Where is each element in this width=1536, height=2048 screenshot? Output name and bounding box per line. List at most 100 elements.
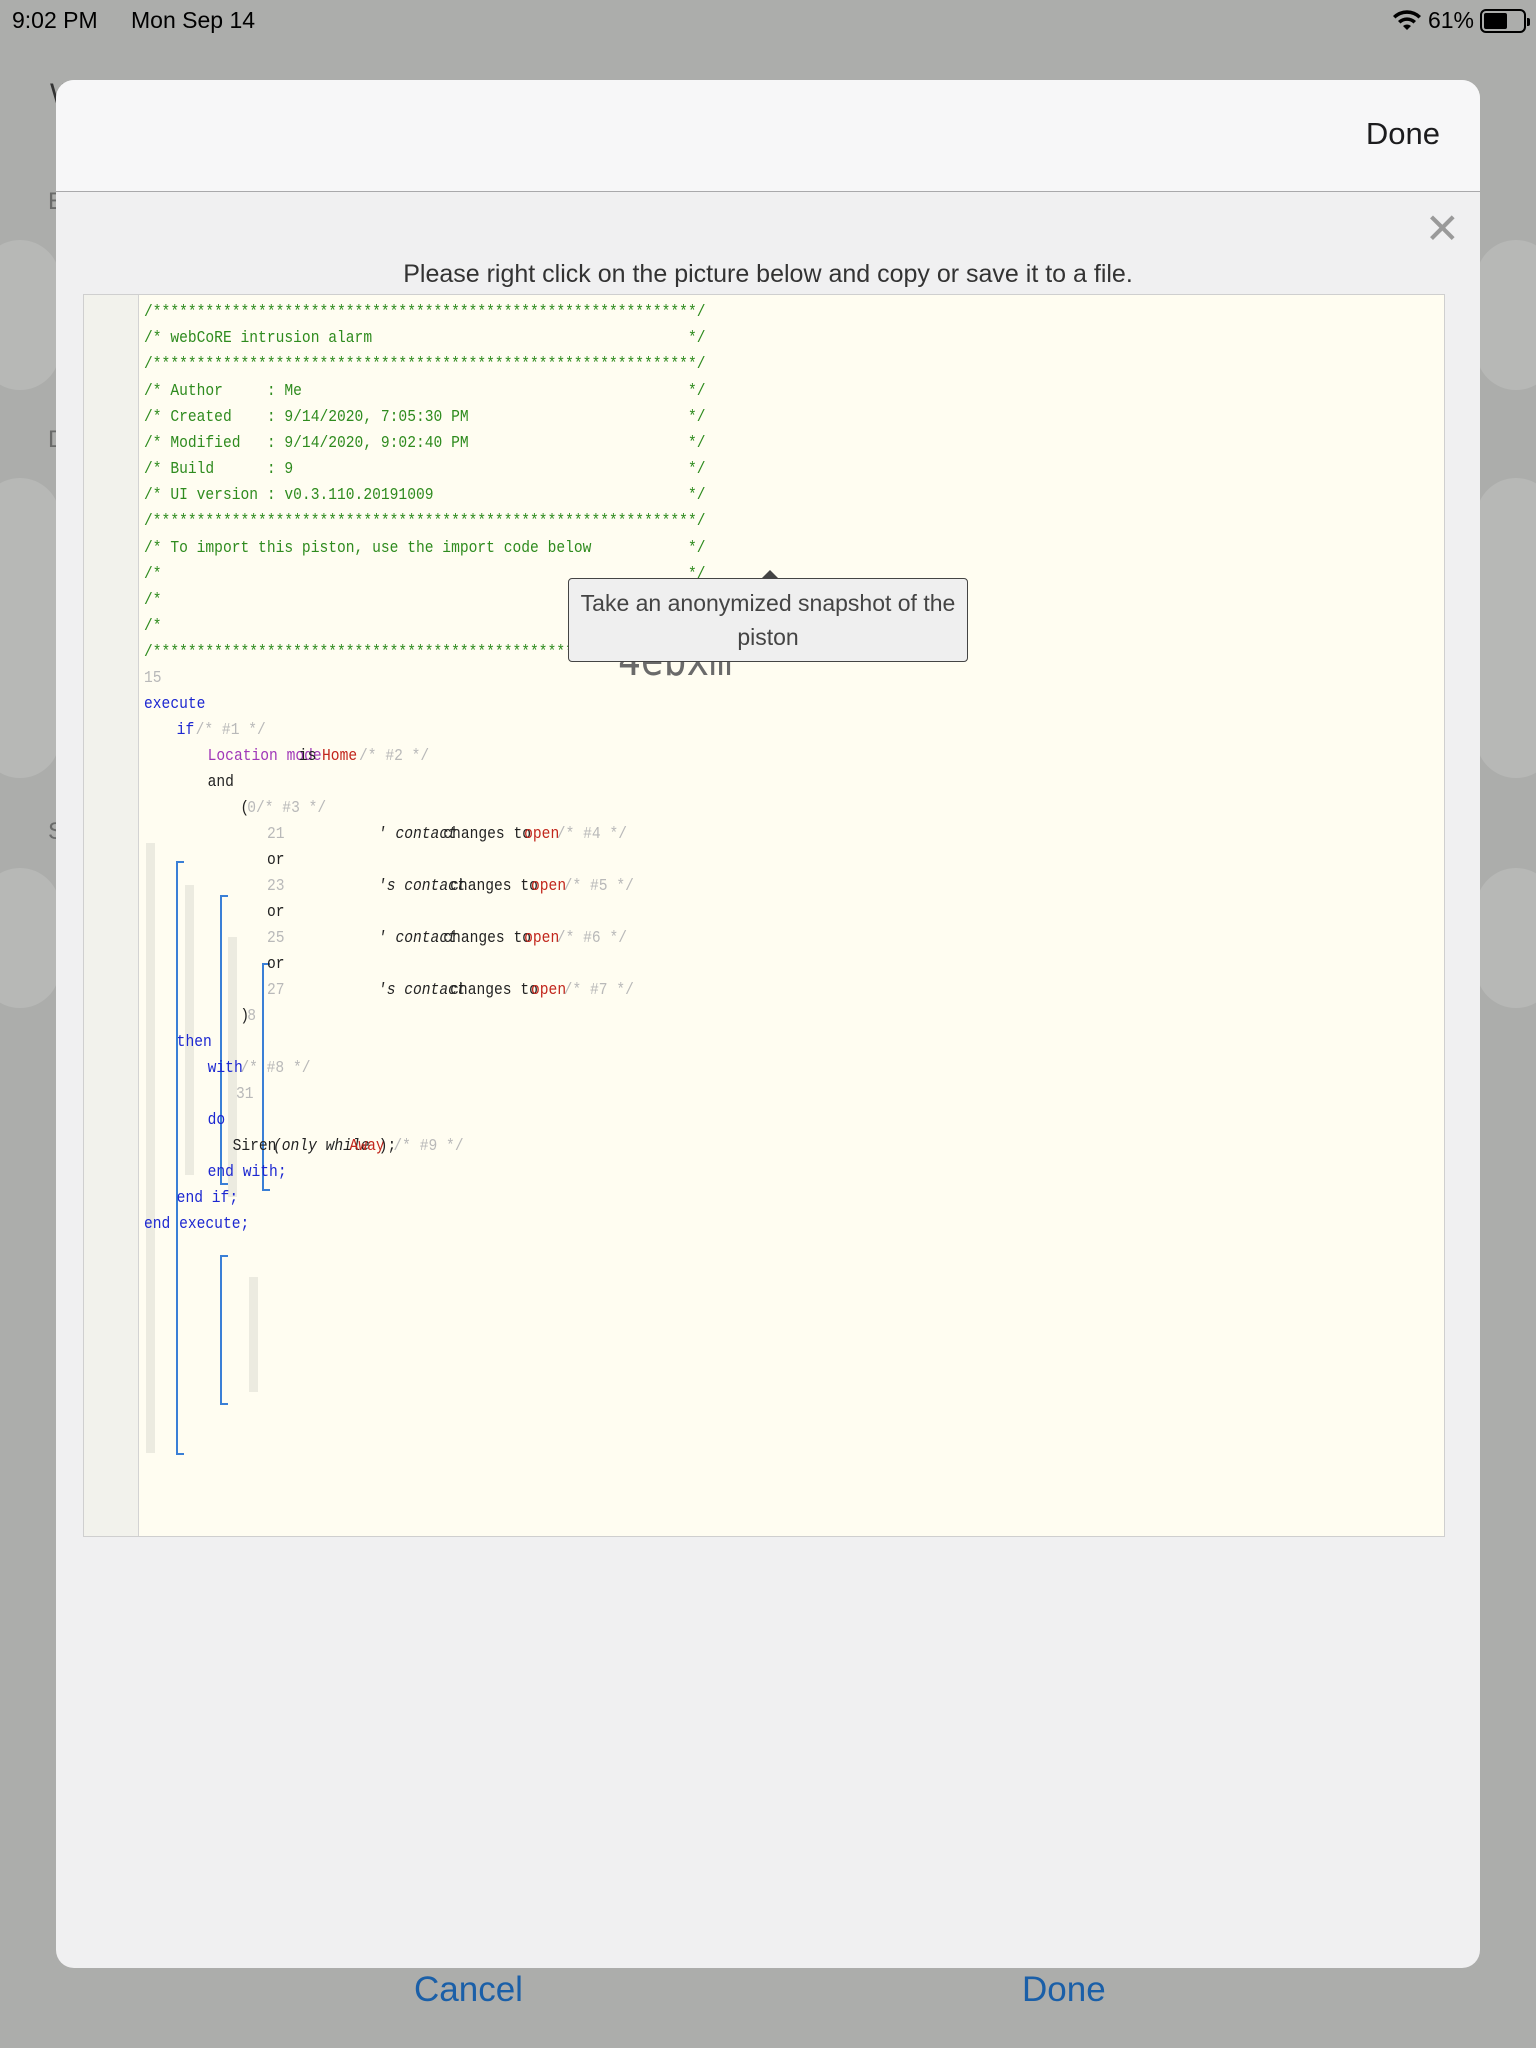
logic-or: or bbox=[266, 903, 285, 922]
keyword-end-with: end with; bbox=[207, 1163, 287, 1182]
code-line: /* webCoRE intrusion alarm */ bbox=[144, 329, 706, 348]
line-number: 15 bbox=[144, 669, 162, 688]
statement-comment: /* #1 */ bbox=[195, 721, 266, 740]
cancel-button[interactable]: Cancel bbox=[414, 1970, 523, 2009]
snapshot-sheet: Done ✕ Please right click on the picture… bbox=[56, 80, 1480, 1968]
done-button[interactable]: Done bbox=[1022, 1970, 1106, 2009]
bg-card-left bbox=[0, 240, 60, 390]
if-block-bar bbox=[176, 861, 178, 1455]
bg-card-right bbox=[1476, 240, 1536, 390]
indent-shade-4 bbox=[249, 1277, 258, 1392]
keyword-if: if bbox=[176, 721, 195, 740]
condition-value: open bbox=[524, 825, 560, 844]
status-date: Mon Sep 14 bbox=[131, 7, 256, 33]
line-number: 8 bbox=[247, 1007, 256, 1026]
keyword-then: then bbox=[176, 1033, 212, 1052]
with-block-bar bbox=[220, 1255, 222, 1405]
bg-card-left-2 bbox=[0, 478, 60, 778]
condition-subject: Location mode bbox=[207, 747, 322, 766]
battery-percent: 61% bbox=[1427, 7, 1474, 33]
condition-block-bar bbox=[220, 895, 222, 1185]
code-line: /***************************************… bbox=[144, 355, 706, 374]
with-tick-end bbox=[220, 1403, 228, 1405]
keyword-end-execute: end execute; bbox=[144, 1215, 250, 1234]
code-line: /* Build : 9 */ bbox=[144, 460, 706, 479]
code-line: /* Modified : 9/14/2020, 9:02:40 PM */ bbox=[144, 434, 706, 453]
status-bar: 9:02 PM Mon Sep 14 61% bbox=[0, 0, 1536, 40]
condition-subject: 's contact bbox=[377, 981, 466, 1000]
code-line: /* To import this piston, use the import… bbox=[144, 539, 706, 558]
condition-value: open bbox=[531, 877, 567, 896]
if-block-tick bbox=[176, 861, 184, 863]
statement-comment: /* #4 */ bbox=[556, 825, 627, 844]
code-listing: /***************************************… bbox=[144, 295, 1253, 1536]
close-icon[interactable]: ✕ bbox=[1424, 204, 1460, 253]
group-open: ( bbox=[240, 799, 250, 818]
bg-card-right-2 bbox=[1476, 478, 1536, 778]
condition-operator: is bbox=[298, 747, 317, 766]
keyword-end-if: end if; bbox=[176, 1189, 239, 1208]
code-gutter bbox=[84, 295, 139, 1536]
status-time: 9:02 PM bbox=[12, 7, 98, 33]
line-number: 25 bbox=[266, 929, 285, 948]
with-tick bbox=[220, 1255, 228, 1257]
condition-operator: changes to bbox=[443, 825, 532, 844]
group-tick bbox=[262, 963, 270, 965]
task-end: ); bbox=[378, 1137, 397, 1156]
if-block-tick-end bbox=[176, 1453, 184, 1455]
group-block-bar bbox=[262, 963, 264, 1191]
status-right: 61% bbox=[1392, 7, 1530, 34]
statement-comment: /* #6 */ bbox=[556, 929, 627, 948]
bg-card-left-3 bbox=[0, 868, 60, 1008]
condition-value: Home bbox=[322, 747, 358, 766]
indent-shade-2 bbox=[185, 885, 194, 1175]
snapshot-tooltip: Take an anonymized snapshot of the pisto… bbox=[568, 570, 968, 662]
snapshot-instruction: Please right click on the picture below … bbox=[403, 260, 1133, 288]
logic-or: or bbox=[266, 955, 285, 974]
condition-operator: changes to bbox=[443, 929, 532, 948]
statement-comment: /* #8 */ bbox=[240, 1059, 311, 1078]
line-number: 23 bbox=[266, 877, 285, 896]
statement-comment: /* #2 */ bbox=[359, 747, 430, 766]
sheet-done-button[interactable]: Done bbox=[1365, 116, 1440, 151]
indent-shade bbox=[146, 843, 155, 1453]
logic-or: or bbox=[266, 851, 285, 870]
bg-card-right-3 bbox=[1476, 868, 1536, 1008]
statement-comment: /* #5 */ bbox=[563, 877, 634, 896]
battery-level bbox=[1484, 12, 1508, 29]
task-command: Siren bbox=[232, 1137, 277, 1156]
line-number: 21 bbox=[266, 825, 285, 844]
condition-value: open bbox=[524, 929, 560, 948]
code-line: /***************************************… bbox=[144, 643, 706, 662]
task-restriction-value: Away bbox=[349, 1137, 385, 1156]
statement-comment: /* #7 */ bbox=[563, 981, 634, 1000]
code-line: /***************************************… bbox=[144, 512, 706, 531]
code-line: /* UI version : v0.3.110.20191009 */ bbox=[144, 486, 706, 505]
condition-operator: changes to bbox=[450, 981, 538, 1000]
group-close: ) bbox=[240, 1007, 250, 1026]
task-restriction: (only while bbox=[273, 1137, 370, 1156]
keyword-with: with bbox=[207, 1059, 243, 1078]
sheet-header: Done bbox=[56, 80, 1480, 192]
code-line: /* Author : Me */ bbox=[144, 382, 706, 401]
condition-operator: changes to bbox=[450, 877, 538, 896]
condition-subject: ' contact bbox=[377, 825, 457, 844]
condition-subject: 's contact bbox=[377, 877, 466, 896]
keyword-do: do bbox=[207, 1111, 226, 1130]
keyword-execute: execute bbox=[144, 695, 206, 714]
statement-comment: /* #9 */ bbox=[393, 1137, 464, 1156]
condition-value: open bbox=[531, 981, 567, 1000]
condition-tick-end bbox=[220, 1183, 228, 1185]
line-number: 27 bbox=[266, 981, 285, 1000]
condition-tick bbox=[220, 895, 228, 897]
statement-comment: 0/* #3 */ bbox=[247, 799, 327, 818]
condition-subject: ' contact bbox=[377, 929, 457, 948]
code-line: /***************************************… bbox=[144, 303, 706, 322]
code-line: /* Created : 9/14/2020, 7:05:30 PM */ bbox=[144, 408, 706, 427]
indent-shade-3 bbox=[228, 937, 237, 1197]
piston-snapshot-image[interactable]: /***************************************… bbox=[83, 294, 1445, 1537]
logic-and: and bbox=[207, 773, 234, 792]
battery-icon bbox=[1480, 8, 1530, 33]
group-tick-end bbox=[262, 1189, 270, 1191]
line-number: 31 bbox=[236, 1085, 254, 1104]
